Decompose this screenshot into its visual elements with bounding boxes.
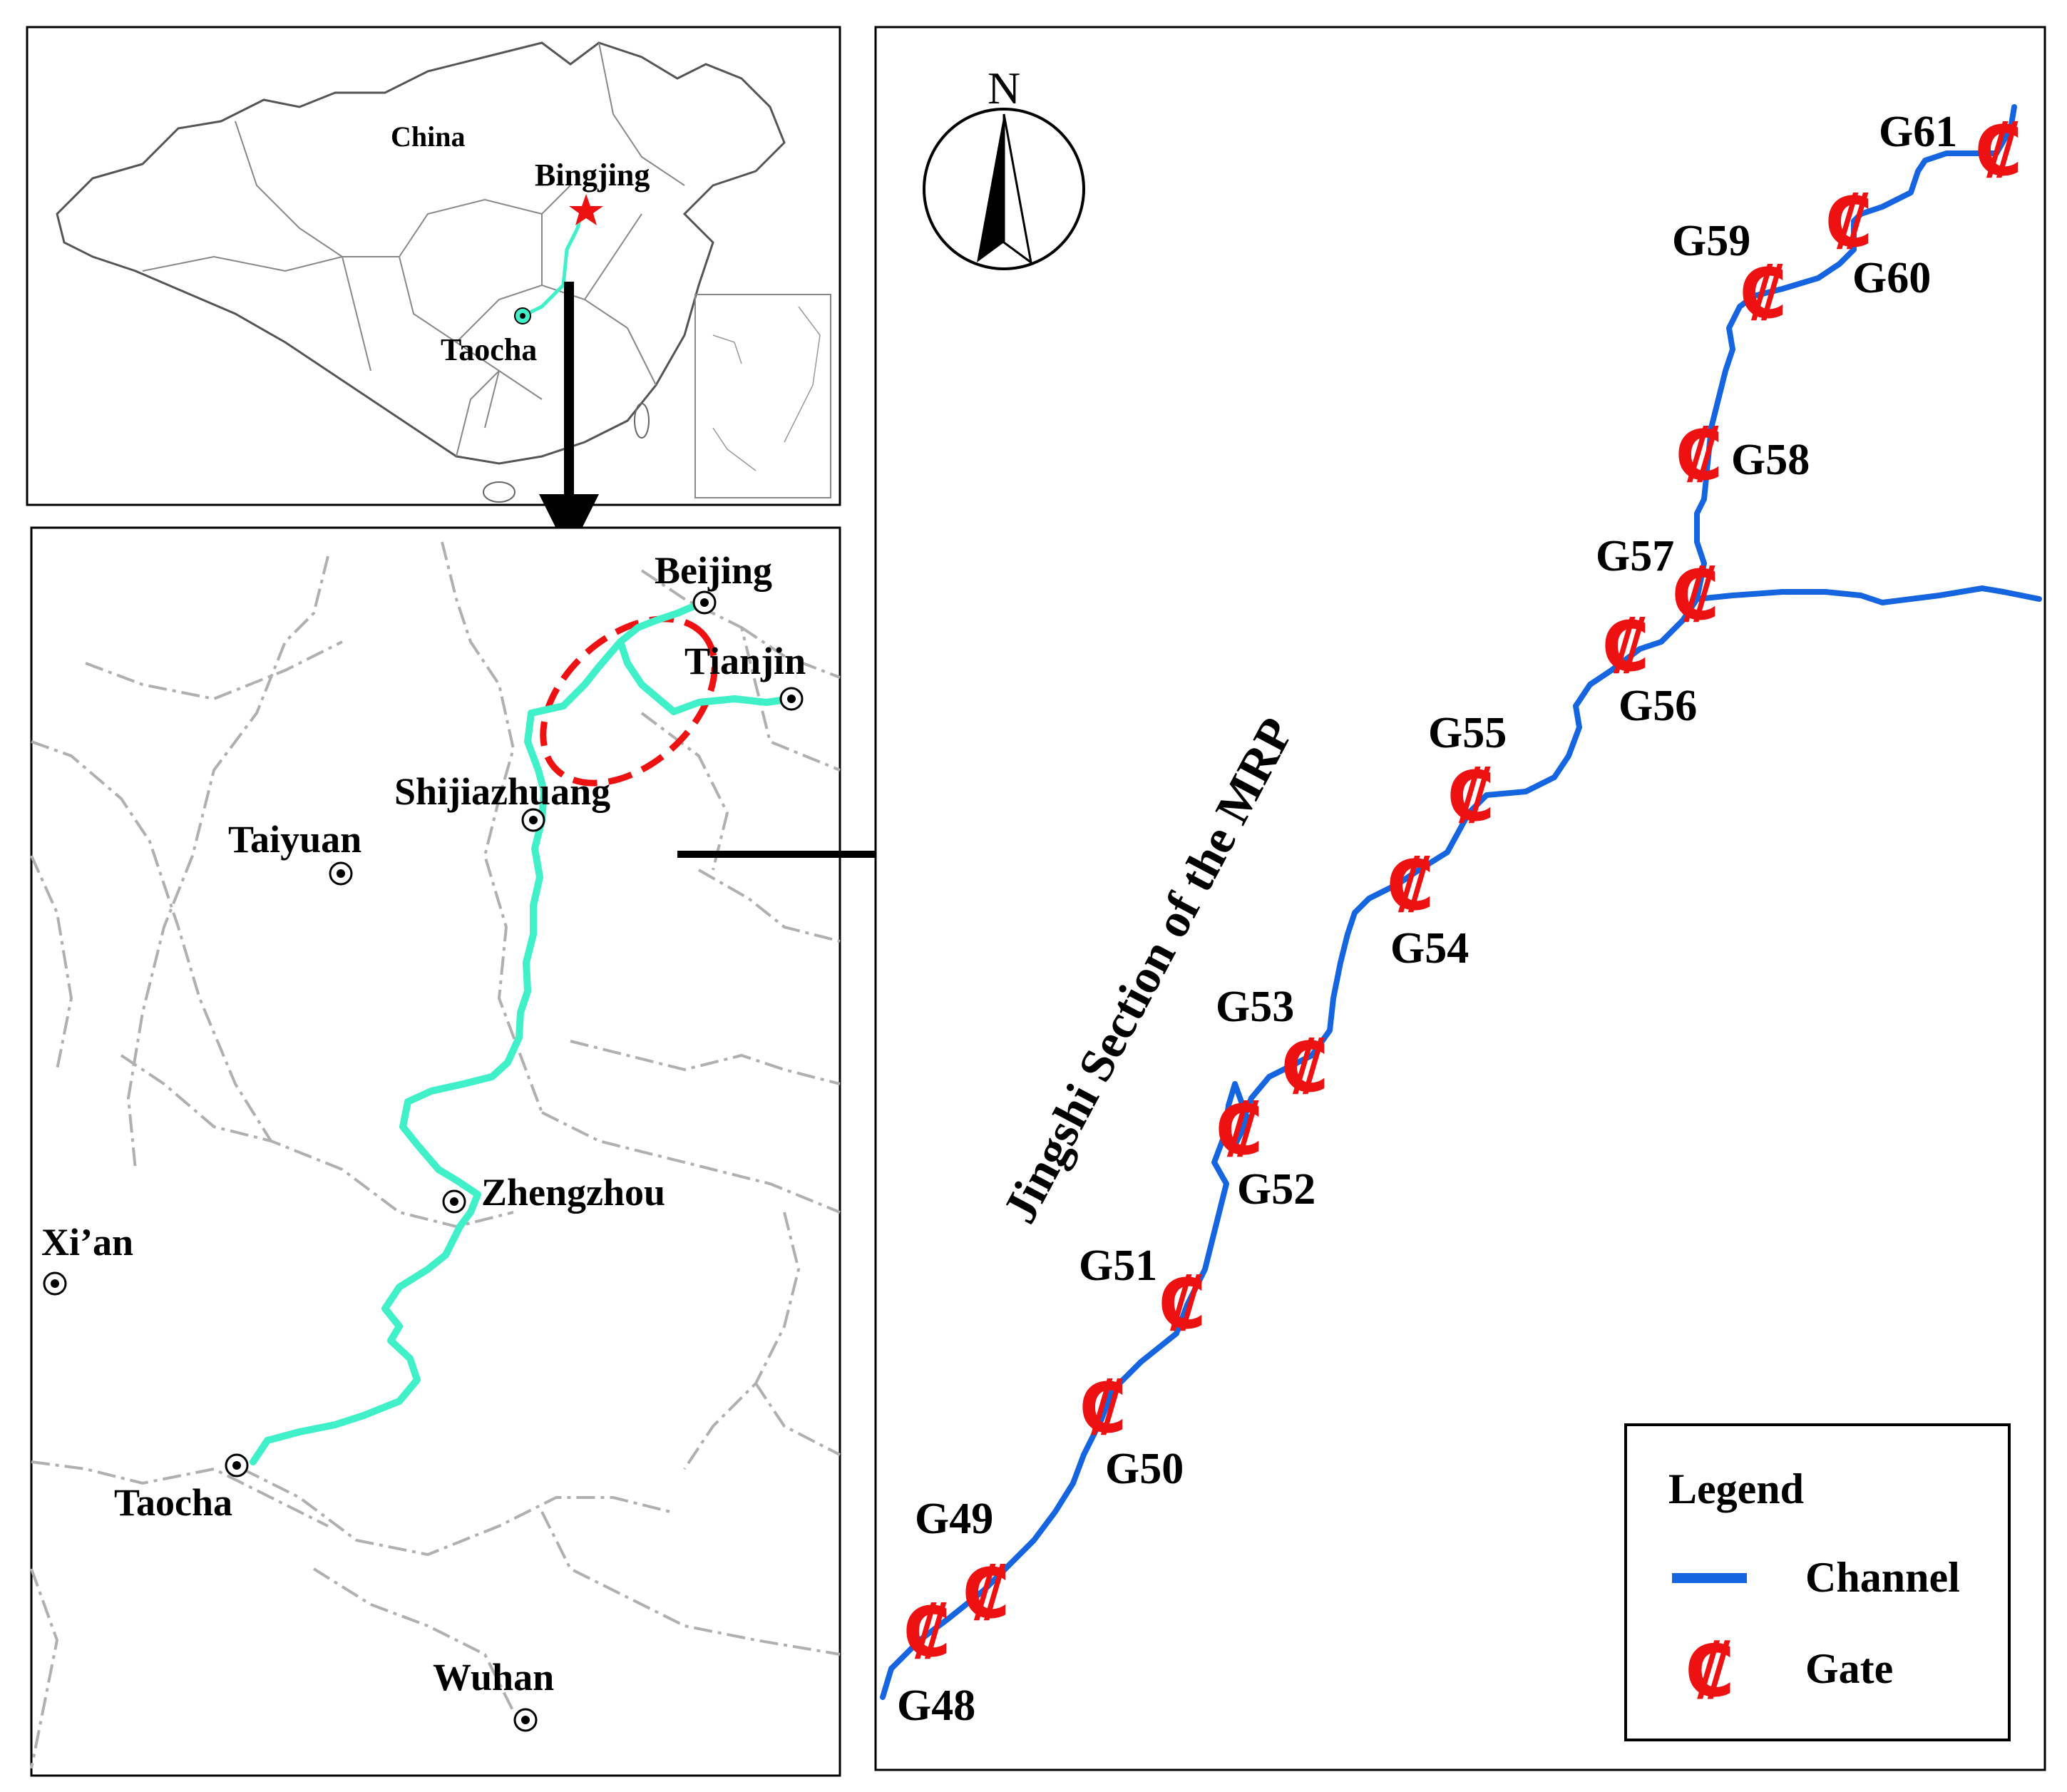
city-marker-xian — [43, 1271, 67, 1296]
overview-capital-label: Bingjing — [535, 158, 650, 193]
overview-map-panel: China Bingjing Taocha — [26, 26, 841, 506]
city-label-beijing: Beijing — [655, 549, 772, 592]
gate-icon-g50: ₡ — [1079, 1368, 1127, 1448]
overview-capital-star-icon — [569, 194, 603, 225]
gate-icon-g61: ₡ — [1975, 111, 2023, 191]
china-outline — [56, 41, 786, 465]
gate-icon-g57: ₡ — [1672, 555, 1720, 635]
channel-network — [880, 104, 2042, 1700]
overview-map-frame — [26, 26, 841, 506]
city-markers — [43, 590, 804, 1732]
legend-channel-label: Channel — [1805, 1554, 1960, 1601]
city-label-wuhan: Wuhan — [433, 1656, 554, 1699]
gate-label-g57: G57 — [1596, 532, 1674, 580]
legend-gate-label: Gate — [1805, 1645, 1893, 1692]
gate-icon-g60: ₡ — [1825, 183, 1873, 262]
gate-label-g48: G48 — [897, 1681, 975, 1730]
city-labels: Beijing Tianjin Shijiazhuang Taiyuan Zhe… — [41, 549, 806, 1699]
gate-icons: ₡ ₡ ₡ ₡ ₡ ₡ ₡ ₡ ₡ ₡ ₡ ₡ ₡ ₡ — [903, 111, 2023, 1672]
city-label-shijiazhuang: Shijiazhuang — [394, 770, 610, 813]
city-marker-beijing — [692, 590, 717, 615]
legend-gate-icon: ₡ — [1685, 1629, 1735, 1713]
gate-label-g58: G58 — [1731, 436, 1810, 484]
overview-source-label: Taocha — [441, 332, 537, 367]
gate-icon-g48: ₡ — [903, 1592, 951, 1672]
overview-route-line — [521, 213, 583, 318]
channel-main-line — [880, 104, 2017, 1700]
gate-label-g52: G52 — [1237, 1165, 1315, 1214]
taiwan-island — [634, 403, 650, 439]
south-china-sea-inset-details — [712, 306, 821, 471]
city-marker-taocha — [225, 1453, 249, 1478]
city-marker-tianjin — [779, 687, 804, 711]
gate-icon-g58: ₡ — [1676, 416, 1723, 496]
gate-label-g50: G50 — [1105, 1445, 1184, 1493]
route-beijing-branch — [560, 599, 706, 710]
regional-route — [250, 599, 795, 1465]
gate-label-g59: G59 — [1672, 217, 1750, 265]
gate-label-g56: G56 — [1619, 682, 1697, 730]
study-area-ellipse — [540, 615, 718, 787]
gate-icon-g55: ₡ — [1447, 757, 1495, 836]
north-arrow-icon: N — [923, 63, 1085, 270]
detail-map-panel: N ₡ ₡ ₡ ₡ ₡ ₡ ₡ ₡ ₡ ₡ ₡ ₡ ₡ ₡ G48 G49 — [874, 26, 2046, 1771]
gate-icon-g53: ₡ — [1281, 1028, 1329, 1107]
regional-map-panel: Beijing Tianjin Shijiazhuang Taiyuan Zhe… — [30, 526, 841, 1777]
gate-label-g55: G55 — [1428, 709, 1507, 757]
north-label: N — [988, 63, 1020, 113]
gate-icon-g52: ₡ — [1216, 1090, 1263, 1170]
city-label-taocha: Taocha — [114, 1481, 232, 1524]
city-marker-zhengzhou — [442, 1189, 466, 1214]
city-label-xian: Xi’an — [41, 1221, 133, 1264]
regional-map-frame — [30, 526, 841, 1777]
gate-icon-g56: ₡ — [1602, 607, 1650, 687]
gate-icon-g54: ₡ — [1387, 846, 1435, 926]
gate-icon-g49: ₡ — [963, 1554, 1010, 1634]
gate-label-g51: G51 — [1079, 1241, 1157, 1290]
gate-labels: G48 G49 G50 G51 G52 G53 G54 G55 G56 G57 … — [897, 108, 1957, 1730]
hainan-island — [483, 481, 516, 503]
legend-title: Legend — [1668, 1465, 1804, 1512]
route-tianjin-branch — [617, 638, 795, 715]
city-label-tianjin: Tianjin — [684, 640, 806, 682]
gate-label-g53: G53 — [1216, 983, 1294, 1031]
overview-country-label: China — [391, 121, 466, 153]
legend: Legend Channel ₡ Gate — [1624, 1423, 2011, 1741]
city-marker-taiyuan — [329, 861, 353, 886]
province-boundaries — [142, 42, 685, 457]
city-marker-wuhan — [513, 1708, 538, 1732]
city-marker-shijiazhuang — [521, 808, 545, 832]
route-main-line — [250, 702, 567, 1465]
south-china-sea-inset — [694, 294, 831, 498]
gate-label-g61: G61 — [1879, 108, 1957, 156]
overview-taocha-marker-dot — [520, 313, 525, 319]
city-label-taiyuan: Taiyuan — [228, 818, 361, 861]
gate-icon-g51: ₡ — [1159, 1264, 1206, 1344]
city-label-zhengzhou: Zhengzhou — [481, 1171, 665, 1214]
gate-icon-g59: ₡ — [1740, 254, 1788, 334]
gate-label-g49: G49 — [915, 1495, 993, 1543]
gate-label-g60: G60 — [1852, 254, 1931, 302]
regional-province-boundaries — [30, 541, 841, 1769]
channel-east-branch — [1694, 585, 2042, 605]
gate-label-g54: G54 — [1390, 924, 1469, 973]
